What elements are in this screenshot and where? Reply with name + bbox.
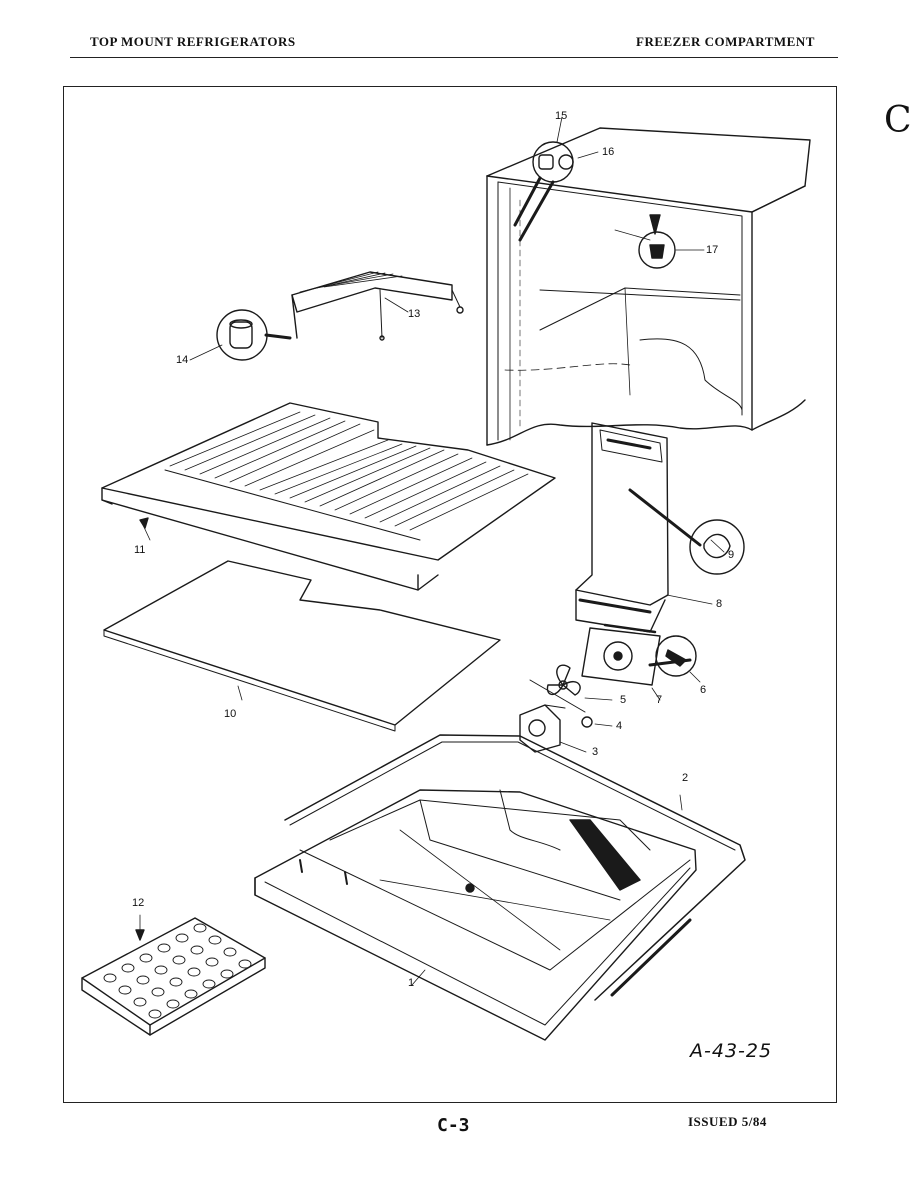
callout-10: 10 bbox=[224, 708, 237, 720]
freezer-floor-panel bbox=[103, 560, 501, 732]
margin-mark: C bbox=[884, 100, 912, 141]
fan-motor bbox=[519, 704, 613, 753]
callout-6: 6 bbox=[700, 684, 707, 696]
callout-11: 11 bbox=[134, 544, 146, 556]
evaporator-cover bbox=[575, 422, 713, 633]
freezer-liner-base bbox=[254, 734, 746, 1041]
callout-17: 17 bbox=[706, 244, 719, 256]
callout-9: 9 bbox=[728, 549, 735, 561]
callout-2: 2 bbox=[682, 772, 689, 784]
callout-15: 15 bbox=[555, 110, 568, 122]
drawing-code: A-43-25 bbox=[690, 1040, 773, 1062]
callout-5: 5 bbox=[620, 694, 627, 706]
callout-7: 7 bbox=[656, 694, 663, 706]
freezer-wire-shelf bbox=[101, 402, 556, 591]
ice-cube-shelf bbox=[291, 271, 464, 341]
fan-blade bbox=[529, 664, 613, 713]
callout-16: 16 bbox=[602, 146, 615, 158]
page-number: C-3 bbox=[437, 1115, 470, 1136]
header-right-title: FREEZER COMPARTMENT bbox=[636, 34, 815, 49]
callout-12: 12 bbox=[132, 897, 145, 909]
issued-date: ISSUED 5/84 bbox=[688, 1114, 767, 1129]
callout-14: 14 bbox=[176, 354, 189, 366]
callout-8: 8 bbox=[716, 598, 723, 610]
callout-3: 3 bbox=[592, 746, 599, 758]
ice-cube-tray bbox=[81, 914, 266, 1036]
header-left-title: TOP MOUNT REFRIGERATORS bbox=[90, 34, 296, 49]
fan-shroud bbox=[581, 623, 701, 701]
diagram-frame bbox=[63, 86, 837, 1103]
callout-13: 13 bbox=[408, 308, 421, 320]
header-rule bbox=[70, 57, 838, 58]
freezer-cabinet bbox=[486, 127, 811, 446]
callout-4: 4 bbox=[616, 720, 623, 732]
callout-1: 1 bbox=[408, 977, 415, 989]
light-socket-and-bulb bbox=[513, 116, 599, 242]
thermostat-knob bbox=[689, 519, 745, 575]
retainer-cup bbox=[189, 309, 292, 361]
freezer-fastener bbox=[638, 214, 705, 269]
